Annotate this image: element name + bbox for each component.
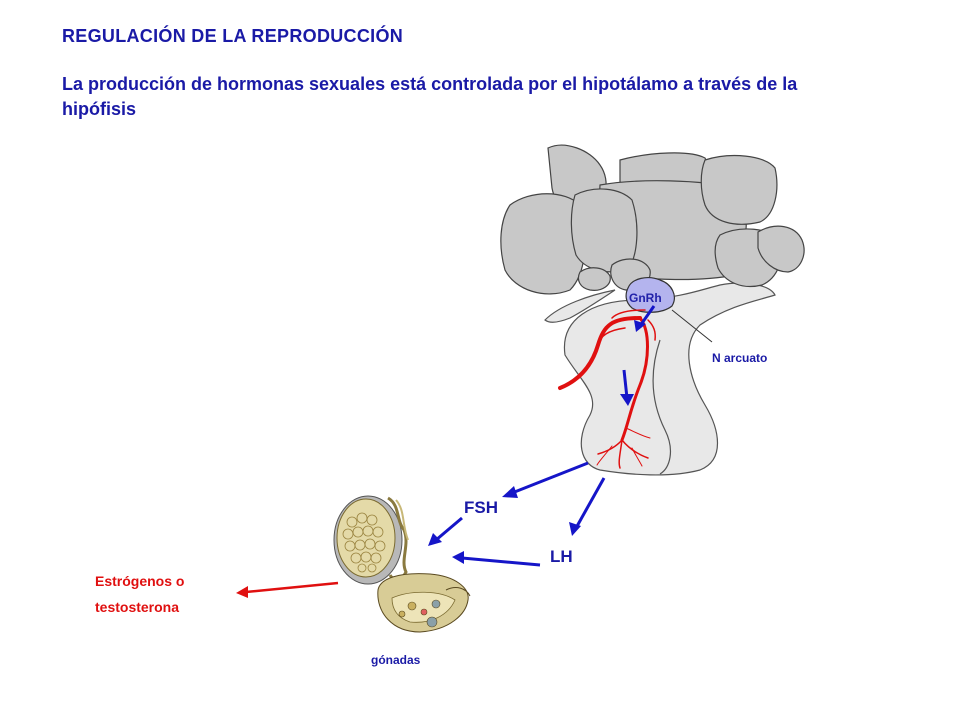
page-title: REGULACIÓN DE LA REPRODUCCIÓN xyxy=(62,26,404,46)
brain-mass-4 xyxy=(500,193,586,295)
pituitary-lobe-divider xyxy=(652,339,672,475)
fsh-to-gonad-line xyxy=(435,516,463,542)
lh-arrow-line xyxy=(574,477,606,529)
hypothalamus-pituitary xyxy=(500,144,805,476)
ovary-illustration xyxy=(377,573,471,633)
pituitary-stalk-left xyxy=(544,289,616,323)
n-arcuato-pointer xyxy=(671,309,713,343)
fsh-to-gonad-arrowhead xyxy=(428,533,442,546)
gnrh-label: GnRh xyxy=(629,291,662,305)
estrogenos-label-line2: testosterona xyxy=(95,599,179,615)
lh-arrowhead xyxy=(569,522,581,536)
gonadas-label: gónadas xyxy=(371,653,421,667)
estrogenos-label-line1: Estrógenos o xyxy=(95,573,184,589)
hormone-arrows xyxy=(236,461,606,598)
gnrh-arrowhead xyxy=(634,320,646,332)
fsh-arrow-line xyxy=(511,461,589,495)
output-arrow-line xyxy=(245,581,339,594)
releasing-arrow xyxy=(622,369,629,399)
portal-vessels xyxy=(558,309,656,469)
lh-label: LH xyxy=(550,547,573,566)
releasing-arrowhead xyxy=(620,394,634,406)
fsh-label: FSH xyxy=(464,498,498,517)
testis-illustration xyxy=(333,495,409,585)
lh-to-gonad-line xyxy=(461,556,541,567)
gnrh-arrow xyxy=(638,305,656,327)
n-arcuato-label: N arcuato xyxy=(712,351,767,365)
page-subtitle: La producción de hormonas sexuales está … xyxy=(62,74,798,119)
lh-to-gonad-arrowhead xyxy=(452,551,464,564)
fsh-arrowhead xyxy=(502,486,518,498)
brain-mass-6 xyxy=(700,155,778,225)
brain-mass-8 xyxy=(757,225,805,273)
arcuate-nucleus xyxy=(625,277,675,313)
brain-mass-10 xyxy=(577,267,611,291)
output-arrowhead xyxy=(236,586,248,598)
